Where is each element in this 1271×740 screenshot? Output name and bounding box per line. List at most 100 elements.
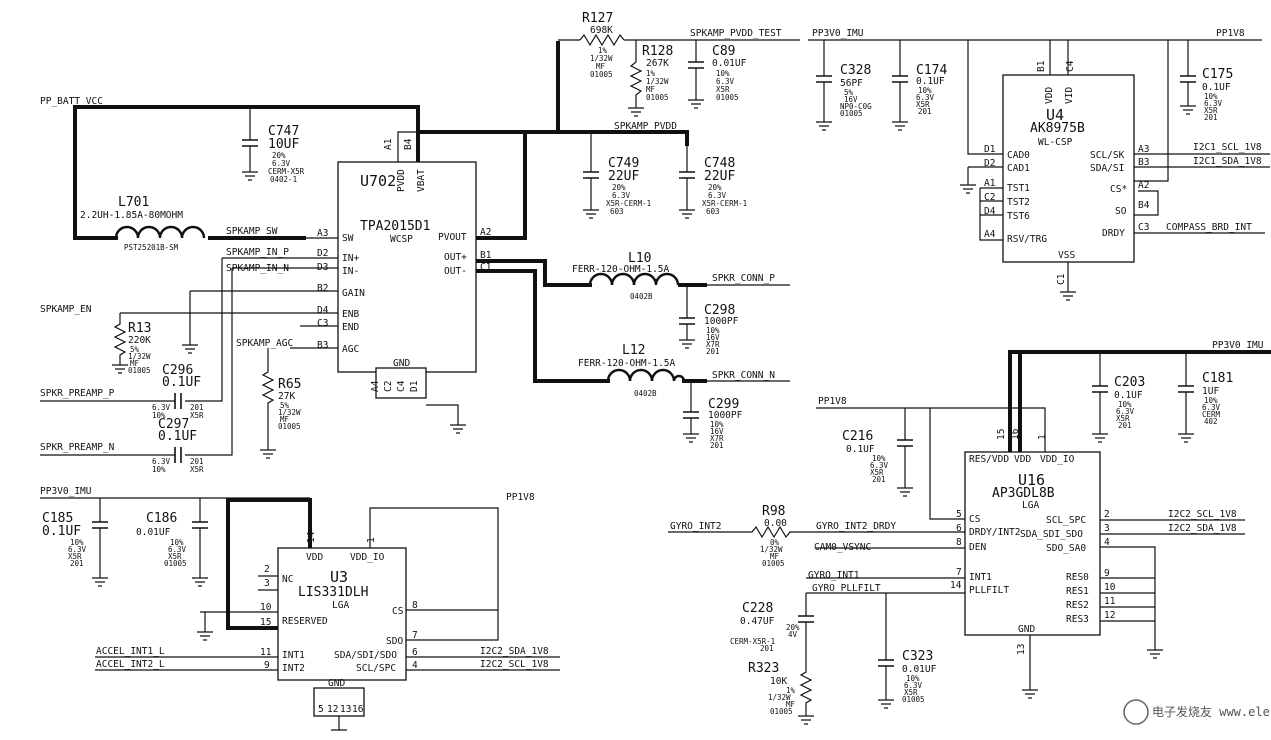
r127-resistor (579, 33, 625, 47)
spec: 01005 (646, 93, 669, 102)
pin: 14 (306, 531, 317, 543)
net-i2c2-sda-u16: I2C2_SDA_1V8 (1168, 523, 1237, 534)
net-spkamp-pvdd-test: SPKAMP_PVDD_TEST (690, 28, 782, 39)
c216-value: 0.1UF (846, 444, 875, 455)
pin-name: AGC (342, 344, 359, 355)
net-gyro-int2-drdy: GYRO_INT2_DRDY (816, 521, 896, 532)
pin: A1 (383, 138, 394, 150)
spec: 4V (788, 630, 798, 639)
pin-name: GND (328, 678, 345, 689)
spec: 1/32W (768, 693, 791, 702)
spec: X5R-CERM-1 (606, 199, 651, 208)
net-cam0-vsync: CAM0_VSYNC (814, 542, 871, 553)
c181-value: 1UF (1202, 386, 1219, 397)
spec: 20% (272, 151, 286, 160)
amplifier-section: U702 TPA2015D1 WCSP A3 SW D2 IN+ D3 IN- … (40, 11, 800, 474)
pin: 11 (1104, 596, 1116, 607)
spec: 01005 (762, 559, 785, 568)
pin-name: TST6 (1007, 211, 1030, 222)
pin-name: RES3 (1066, 614, 1089, 625)
spec: 5% (130, 345, 140, 354)
c297-value: 0.1UF (158, 429, 197, 444)
spec: 201 (918, 107, 932, 116)
pin-name: CS (392, 606, 404, 617)
spec: 01005 (770, 707, 793, 716)
pin-name: INT1 (282, 650, 305, 661)
pin: 15 (260, 617, 271, 628)
c296-value: 0.1UF (162, 375, 201, 390)
spec: 0% (770, 538, 780, 547)
spec: 1% (646, 69, 656, 78)
net-gyro-int1: GYRO_INT1 (808, 570, 860, 581)
spec: 10% (706, 326, 720, 335)
spec: MF (596, 62, 606, 71)
r65-value: 27K (278, 391, 295, 402)
spec: 201 (760, 644, 774, 653)
pin: 9 (1104, 568, 1110, 579)
spec: 20% (786, 623, 800, 632)
spec: 5% (844, 88, 854, 97)
u4-part: AK8975B (1030, 121, 1085, 136)
spec: 6.3V (1204, 99, 1223, 108)
spec: X5R (916, 100, 930, 109)
pin-name: CAD1 (1007, 163, 1030, 174)
net-spkamp-sw: SPKAMP_SW (226, 226, 278, 237)
net-spkr-preamp-p: SPKR_PREAMP_P (40, 388, 115, 399)
c299-ref: C299 (708, 397, 739, 412)
l12-inductor (606, 368, 686, 382)
spec: 1/32W (128, 352, 151, 361)
spec: 10% (70, 538, 84, 547)
c185-ref: C185 (42, 511, 73, 526)
pin-name: PLLFILT (969, 585, 1009, 596)
spec: 10% (872, 454, 886, 463)
pin: D4 (317, 305, 329, 316)
pin-name: SDO_SA0 (1046, 543, 1086, 554)
compass-section: PP3V0_IMU PP1V8 U4 AK8975B WL-CSP B1 C4 … (808, 28, 1270, 301)
pin-name: SCL_SPC (1046, 515, 1086, 526)
net-i2c2-scl-u3: I2C2_SCL_1V8 (480, 659, 549, 670)
pin: 16 (352, 704, 364, 715)
pin-name: RSV/TRG (1007, 234, 1047, 245)
pin-name: RES/VDD (969, 454, 1009, 465)
pin: 3 (1104, 523, 1110, 534)
pin-name: RESERVED (282, 616, 328, 627)
pin: 13 (1016, 644, 1027, 655)
pin: D2 (984, 158, 995, 169)
spec: 201 (70, 559, 84, 568)
pin-name: INT2 (282, 663, 305, 674)
spec: 201 (190, 457, 204, 466)
c328-ref: C328 (840, 63, 871, 78)
ground-icon (628, 107, 644, 117)
watermark-logo-icon (1123, 699, 1149, 725)
spec: 1/32W (760, 545, 783, 554)
c89-ref: C89 (712, 44, 735, 59)
pin-name: CAD0 (1007, 150, 1030, 161)
pin-name: GND (393, 358, 410, 369)
pin: B4 (1138, 200, 1150, 211)
pin-name: SCL/SPC (356, 663, 396, 674)
r13-ref: R13 (128, 321, 151, 336)
u4-pkg: WL-CSP (1038, 137, 1073, 148)
spec: 10% (152, 465, 166, 474)
pin: 13 (340, 704, 351, 715)
spec: 10% (152, 411, 166, 420)
ground-icon (112, 364, 128, 374)
spec: 01005 (128, 366, 151, 375)
l701-ref: L701 (118, 195, 149, 210)
net-pp1v8-u16: PP1V8 (818, 396, 847, 407)
l701-part: PST25201B-SM (124, 243, 179, 252)
spec: 10% (716, 69, 730, 78)
pin-name: VSS (1058, 250, 1075, 261)
pin-name: DRDY (1102, 228, 1125, 239)
spec: MF (786, 700, 796, 709)
spec: 201 (1204, 113, 1218, 122)
pin-name: VDD (1014, 454, 1031, 465)
spec: 10% (918, 86, 932, 95)
net-spkr-conn-p: SPKR_CONN_P (712, 273, 775, 284)
pin: 6 (412, 647, 418, 658)
pin: 5 (956, 509, 962, 520)
pin-name: IN+ (342, 253, 359, 264)
spec: 1% (786, 686, 796, 695)
spec: X5R (716, 85, 730, 94)
spec: 603 (610, 207, 624, 216)
